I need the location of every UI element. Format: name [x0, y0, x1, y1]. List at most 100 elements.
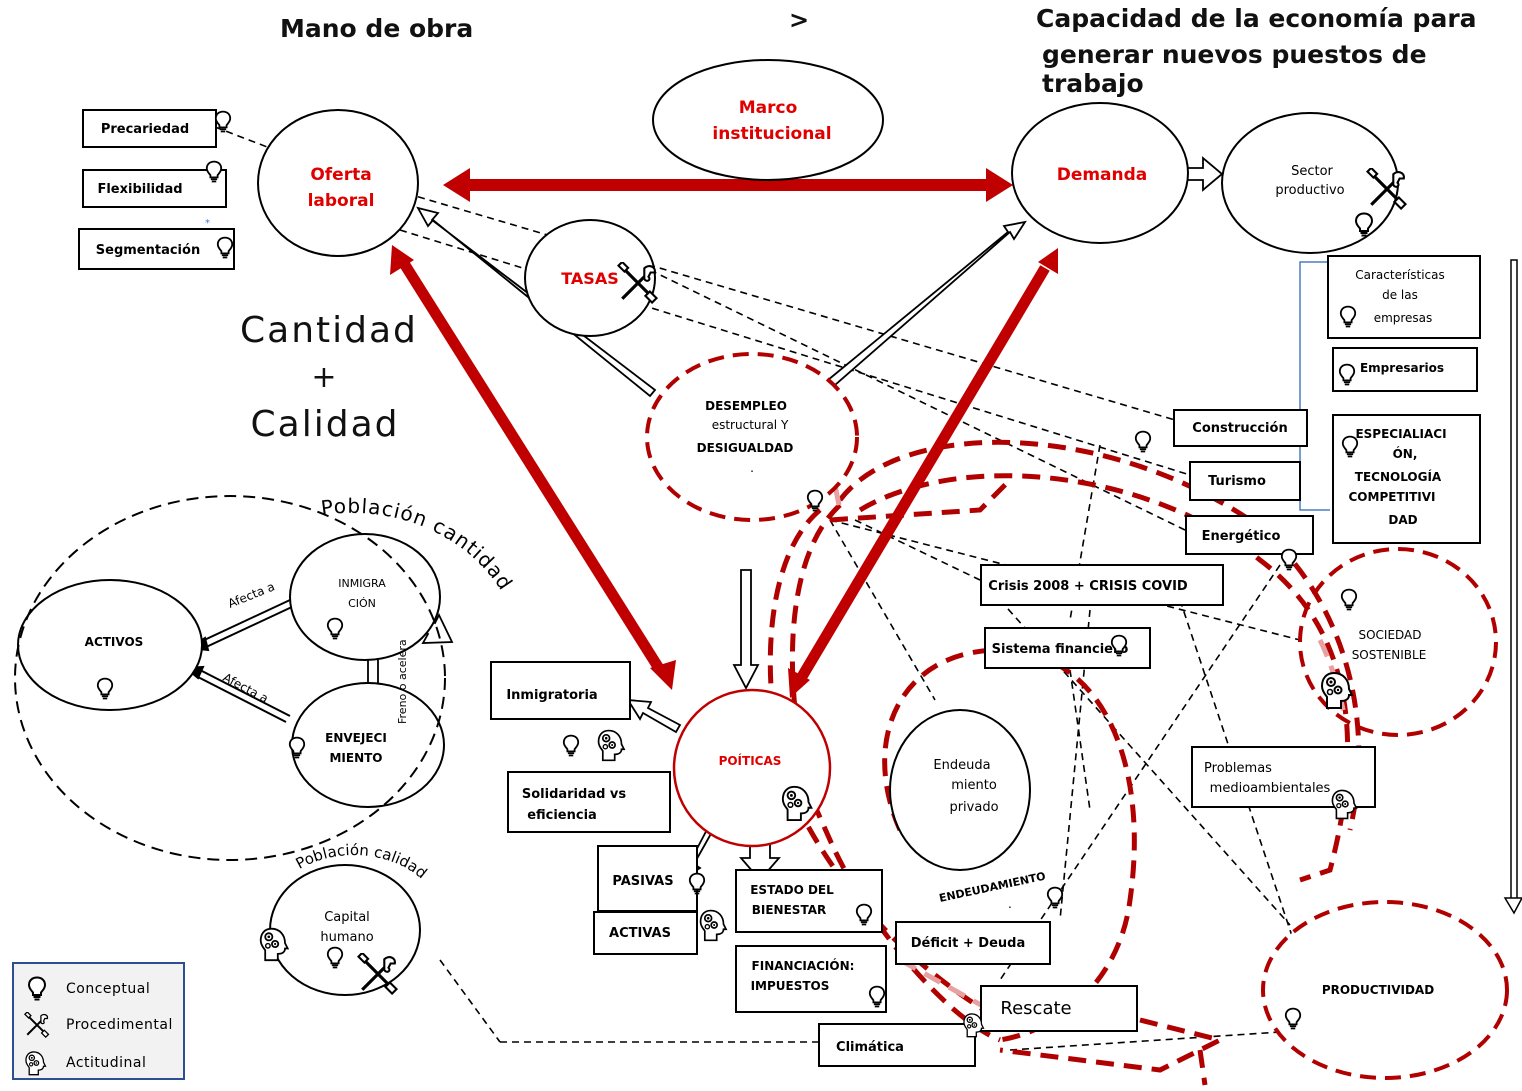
desempleo-label-4: .	[750, 461, 754, 475]
construccion-box	[1173, 409, 1308, 447]
cantidad-label: Cantidad	[240, 310, 418, 351]
tasas-label: TASAS	[561, 269, 618, 288]
sector-label-2: productivo	[1275, 183, 1344, 198]
problemas-label-2: medioambientales	[1210, 781, 1331, 796]
solidaridad-label-1: Solidaridad vs	[522, 787, 627, 802]
marco-label-1: Marco	[739, 98, 798, 118]
endeudamiento-arrow-label: ENDEUDAMIENTO	[938, 870, 1047, 905]
header-mano-de-obra: Mano de obra	[280, 14, 474, 43]
desempleo-label-3: DESIGUALDAD	[697, 441, 794, 455]
crisis-box	[980, 564, 1224, 606]
plus-label: +	[311, 360, 339, 395]
turismo-label: Turismo	[1208, 474, 1266, 489]
header-capacidad-line2: generar nuevos puestos de trabajo	[1042, 40, 1427, 98]
marco-institucional-node	[652, 59, 884, 181]
lightbulb-icon	[28, 976, 46, 1001]
financiacion-label-1: FINANCIACIÓN:	[752, 958, 855, 973]
especializacion-label-1: ESPECIALIACI	[1355, 427, 1446, 441]
financiacion-label-2: IMPUESTOS	[751, 979, 830, 993]
envejecimiento-label-2: MIENTO	[329, 751, 382, 765]
calidad-label: Calidad	[250, 404, 400, 445]
marco-label-2: institucional	[712, 124, 831, 144]
endeudamiento-label-3: privado	[949, 800, 998, 815]
lightbulb-icon	[1340, 588, 1358, 611]
empresarios-box	[1332, 347, 1478, 392]
envejecimiento-node	[291, 682, 445, 808]
inmigracion-node	[289, 533, 441, 661]
head-gears-icon	[699, 909, 727, 942]
tasas-node	[524, 219, 656, 337]
rescate-box	[980, 985, 1138, 1032]
afecta-a-label-1: Afecta a	[226, 579, 277, 610]
caracteristicas-label-3: empresas	[1374, 311, 1433, 325]
poblacion-cantidad-ellipse	[14, 495, 446, 861]
demanda-node	[1011, 102, 1189, 244]
oferta-label-2: laboral	[308, 191, 375, 211]
endeudamiento-dot: .	[1008, 897, 1012, 911]
lightbulb-icon	[562, 734, 580, 757]
especializacion-label-4: COMPETITIVI	[1349, 490, 1436, 504]
segmentacion-label: Segmentación	[96, 243, 200, 258]
flexibilidad-label: Flexibilidad	[97, 182, 182, 197]
bracket	[1299, 261, 1330, 511]
turismo-box	[1189, 461, 1301, 501]
oferta-label-1: Oferta	[310, 165, 371, 185]
sistema-financiero-label: Sistema financiero	[992, 642, 1129, 657]
flexibilidad-box	[82, 169, 227, 208]
oferta-laboral-node	[257, 109, 419, 257]
especializacion-label-5: DAD	[1388, 513, 1417, 527]
header-comparator: >	[789, 6, 810, 34]
rescate-label: Rescate	[1000, 998, 1071, 1019]
capital-label-2: humano	[320, 930, 373, 945]
header-capacidad-line1: Capacidad de la economía para	[1036, 4, 1477, 33]
solidaridad-box	[507, 771, 671, 833]
climatica-label: Climática	[836, 1040, 904, 1055]
legend-row-actitudinal: Actitudinal	[24, 1048, 146, 1078]
deficit-label: Déficit + Deuda	[911, 936, 1026, 951]
activas-box	[593, 911, 698, 955]
inmigratoria-box	[490, 661, 631, 720]
estado-label-1: ESTADO DEL	[750, 883, 834, 897]
activos-label: ACTIVOS	[85, 635, 144, 649]
productividad-node	[1261, 900, 1509, 1080]
especializacion-label-2: ÓN,	[1393, 446, 1418, 461]
politicas-node	[672, 688, 832, 848]
red-arrows	[390, 168, 1058, 698]
vertical-arrow-right	[1503, 259, 1522, 915]
climatica-box	[818, 1023, 976, 1067]
estado-label-2: BIENESTAR	[752, 903, 826, 917]
energetico-box	[1185, 515, 1314, 555]
precariedad-box	[82, 109, 217, 148]
inmigratoria-label: Inmigratoria	[506, 688, 597, 703]
lightbulb-icon	[1134, 430, 1152, 453]
legend: Conceptual Procedimental Actitudinal	[12, 962, 185, 1080]
sociedad-label-2: SOSTENIBLE	[1352, 648, 1427, 662]
pasivas-label: PASIVAS	[612, 874, 673, 889]
activas-label: ACTIVAS	[609, 926, 671, 941]
solidaridad-label-2: eficiencia	[527, 808, 597, 823]
capital-label-1: Capital	[324, 910, 370, 925]
empresarios-label: Empresarios	[1360, 361, 1444, 375]
asterisk-mark: *	[205, 218, 210, 229]
endeudamiento-privado-node	[889, 709, 1031, 871]
envejecimiento-label-1: ENVEJECI	[325, 731, 387, 745]
legend-row-conceptual: Conceptual	[24, 974, 150, 1004]
desempleo-node	[645, 352, 859, 522]
construccion-label: Construcción	[1192, 421, 1287, 436]
tools-icon	[24, 1012, 50, 1038]
productividad-label: PRODUCTIVIDAD	[1322, 983, 1434, 997]
politicas-label: POÍTICAS	[719, 753, 782, 768]
sociedad-label-1: SOCIEDAD	[1358, 628, 1421, 642]
especializacion-box	[1332, 414, 1481, 544]
precariedad-label: Precariedad	[101, 122, 189, 137]
energetico-label: Energético	[1202, 529, 1281, 544]
lightbulb-icon	[1046, 886, 1064, 909]
desempleo-label-2: estructural Y	[712, 418, 789, 432]
legend-actitudinal-label: Actitudinal	[66, 1055, 147, 1071]
legend-row-procedimental: Procedimental	[24, 1010, 173, 1040]
caracteristicas-label-2: de las	[1382, 288, 1418, 302]
legend-procedimental-label: Procedimental	[66, 1017, 173, 1033]
afecta-arrows	[183, 599, 295, 723]
